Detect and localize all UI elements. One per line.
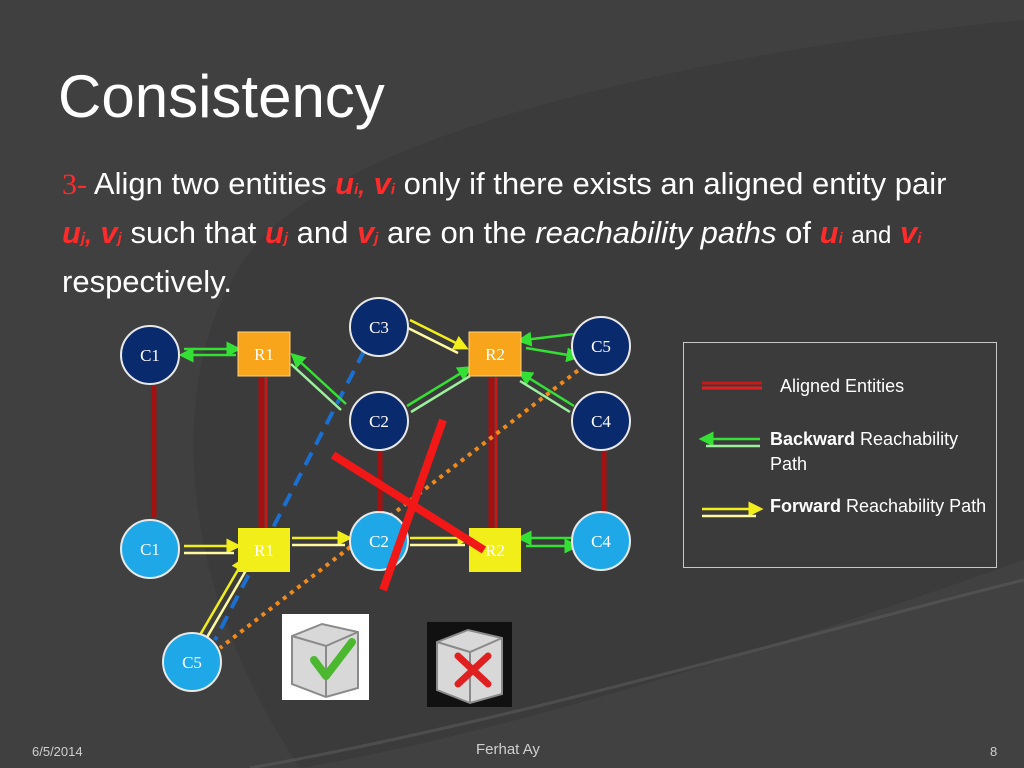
svg-text:R2: R2 [485,345,505,364]
svg-text:R1: R1 [254,541,274,560]
top-node-c4: C4 [571,391,631,451]
svg-text:C4: C4 [591,412,611,431]
bullet-t2: only if there exists an aligned entity p… [403,166,947,201]
svg-text:C5: C5 [182,653,202,672]
var-ui-2: ui [819,215,843,250]
top-node-r1: R1 [237,331,291,377]
comma-2: , [85,222,92,249]
bottom-node-r1: R1 [238,528,290,572]
comma-1: , [358,173,365,200]
legend-aligned-label: Aligned Entities [780,376,905,396]
bullet-number: 3- [62,168,87,201]
top-node-c5: C5 [571,316,631,376]
bullet-t1: Align two entities [93,166,327,201]
svg-text:C1: C1 [140,540,160,559]
legend-forward-label: Forward Reachability Path [770,496,987,516]
backward-arrows [178,331,582,554]
forward-arrows [184,318,473,640]
top-node-c1: C1 [120,325,180,385]
bullet-and-2: and [851,222,892,249]
bottom-node-c5: C5 [162,632,222,692]
footer-author: Ferhat Ay [476,741,540,758]
bullet-text: 3- Align two entities ui, vi only if the… [62,162,962,303]
legend-swatches [698,381,764,518]
aligned-swatch-icon [702,381,762,390]
svg-text:C1: C1 [140,346,160,365]
bullet-reach: reachability paths [535,215,777,250]
top-node-c3: C3 [349,297,409,357]
var-uj-2: uj [264,215,288,250]
svg-text:C2: C2 [369,532,389,551]
svg-text:R2: R2 [485,541,505,560]
backward-arrow-icon [698,431,760,448]
var-vi: vi [373,166,395,201]
bullet-of: of [785,215,811,250]
slide-title: Consistency [58,63,385,130]
top-node-r2: R2 [468,331,522,377]
svg-text:C4: C4 [591,532,611,551]
check-box-icon [282,614,369,700]
footer-date: 6/5/2014 [32,744,83,759]
var-ui: ui [335,166,359,201]
top-node-c2: C2 [349,391,409,451]
x-box-icon [427,622,512,707]
bullet-t3: such that [130,215,257,250]
legend-backward-label: Backward Reachability Path [770,429,959,474]
bullet-t5: respectively. [62,264,232,299]
bottom-node-c4: C4 [571,511,631,571]
forward-arrow-icon [702,501,764,518]
var-vj: vj [100,215,122,250]
svg-text:R1: R1 [254,345,274,364]
svg-text:C2: C2 [369,412,389,431]
blue-dashed-line [213,329,377,641]
bullet-and: and [296,215,349,250]
svg-text:C5: C5 [591,337,611,356]
legend-box: Aligned Entities Backward Reachability P… [683,342,997,568]
bottom-node-c1: C1 [120,519,180,579]
var-uj: uj [62,215,86,250]
aligned-lines [151,377,607,530]
var-vi-2: vi [900,215,922,250]
footer-page-number: 8 [990,744,998,759]
bullet-t4: are on the [387,215,527,250]
var-vj-2: vj [356,215,379,250]
red-cross-icon [330,418,487,592]
svg-text:C3: C3 [369,318,389,337]
